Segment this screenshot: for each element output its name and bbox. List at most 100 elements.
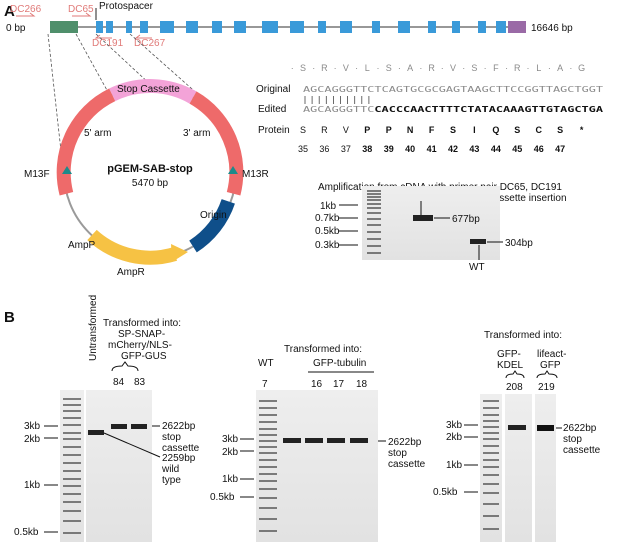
ladder-band xyxy=(63,432,81,434)
gel-b2-ladder-lane xyxy=(259,400,277,532)
plasmid-size: 5470 bp xyxy=(132,178,169,189)
ladder-band xyxy=(367,207,381,209)
residue-position: 46 xyxy=(534,144,544,154)
protospacer-label: Protospacer xyxy=(99,1,154,12)
ladder-band xyxy=(63,438,81,440)
ladder-band xyxy=(259,440,277,442)
ladder-band xyxy=(63,410,81,412)
ladder-band xyxy=(63,485,81,487)
gel-b1-ladder-1kb: 1kb xyxy=(24,480,41,491)
ladder-band xyxy=(259,400,277,402)
gel-b1-header-3: mCherry/NLS- xyxy=(108,340,172,351)
ladder-band xyxy=(63,520,81,522)
gel-a-ladder-03kb: 0.3kb xyxy=(315,240,340,251)
original-aa: L xyxy=(536,63,541,73)
gel-b1-band-84 xyxy=(111,424,127,429)
ladder-band xyxy=(259,518,277,520)
ladder-band xyxy=(259,428,277,430)
gel-b1-stop-3: cassette xyxy=(162,443,200,454)
ladder-band xyxy=(259,507,277,509)
gel-b1-lane-84: 84 xyxy=(113,377,125,388)
m13f-label: M13F xyxy=(24,169,50,180)
aa-separator: · xyxy=(527,63,530,73)
row-label-edited: Edited xyxy=(258,104,286,115)
gel-b3-lane-219: 219 xyxy=(538,382,555,393)
ladder-band xyxy=(63,501,81,503)
ladder-band xyxy=(63,404,81,406)
stop-cassette-label: Stop Cassette xyxy=(117,84,180,95)
ladder-band xyxy=(63,398,81,400)
original-aa: R xyxy=(428,63,435,73)
ladder-band xyxy=(483,426,499,428)
ladder-band xyxy=(259,497,277,499)
ladder-band xyxy=(367,199,381,201)
three-arm-segment xyxy=(189,91,244,196)
ladder-band xyxy=(483,466,499,468)
residue-position: 35 xyxy=(298,144,308,154)
gel-b2-lane-7: 7 xyxy=(262,379,268,390)
ladder-band xyxy=(367,252,381,254)
exon xyxy=(428,21,436,33)
gel-a-ladder-lane xyxy=(367,190,381,254)
ampr-arrowhead xyxy=(171,244,188,262)
residue-position: 44 xyxy=(491,144,501,154)
exon xyxy=(262,21,278,33)
exon xyxy=(452,21,460,33)
residue-position: 38 xyxy=(362,144,372,154)
gel-b3-group-2a: lifeact- xyxy=(537,349,566,360)
gel-b1-header-1: Transformed into: xyxy=(103,318,181,329)
gel-b1-stop-2: stop xyxy=(162,432,181,443)
protein-aa: S xyxy=(514,125,520,135)
ladder-band xyxy=(367,231,381,233)
ladder-band xyxy=(259,480,277,482)
gel-b1-ladder-strip xyxy=(60,390,84,542)
gel-b1-brace xyxy=(111,361,139,372)
primer-dc266-label: DC266 xyxy=(10,4,42,15)
ladder-band xyxy=(63,493,81,495)
ladder-band xyxy=(483,474,499,476)
gel-b3-ladder-lane xyxy=(483,400,499,530)
primer-dc65-arrow xyxy=(72,12,92,17)
gel-b2-ladder-2kb: 2kb xyxy=(222,447,239,458)
ladder-band xyxy=(367,203,381,205)
ladder-band xyxy=(259,434,277,436)
exon xyxy=(372,21,380,33)
gel-b3-stop-2: stop xyxy=(563,434,582,445)
protein-aa: R xyxy=(321,125,328,135)
protein-aa: F xyxy=(429,125,435,135)
gel-a-ladder-07kb: 0.7kb xyxy=(315,213,340,224)
exon xyxy=(290,21,304,33)
ladder-band xyxy=(483,414,499,416)
gel-b3-header: Transformed into: xyxy=(484,330,562,341)
m13f-marker xyxy=(62,166,72,174)
aa-separator: · xyxy=(355,63,358,73)
sequence-alignment: Original Edited Protein S·R·V·L·S·A·R·V·… xyxy=(256,63,603,154)
exon xyxy=(234,21,246,33)
protein-aa: N xyxy=(407,125,414,135)
row-label-original: Original xyxy=(256,84,290,95)
gel-b3: Transformed into: GFP- KDEL lifeact- GFP… xyxy=(433,330,601,542)
original-aa: S xyxy=(386,63,392,73)
edited-seq-plain: AGCAGGGTTC xyxy=(303,104,375,114)
gel-b1-ladder-lane xyxy=(63,398,81,534)
ladder-band xyxy=(63,478,81,480)
ladder-band xyxy=(483,459,499,461)
ladder-band xyxy=(63,417,81,419)
ladder-band xyxy=(483,503,499,505)
residue-position: 43 xyxy=(469,144,479,154)
ladder-band xyxy=(259,414,277,416)
original-aa: S xyxy=(471,63,477,73)
gel-b3-ladder-1kb: 1kb xyxy=(446,460,463,471)
panel-b-label: B xyxy=(4,309,15,326)
gel-b1-wt-2: wild xyxy=(161,464,179,475)
exon xyxy=(496,21,506,33)
protein-aa: P xyxy=(386,125,392,135)
original-aa: F xyxy=(493,63,499,73)
gel-b2-lane-16: 16 xyxy=(311,379,323,390)
gel-b1-ladder-05kb: 0.5kb xyxy=(14,527,39,538)
gel-b3-strip-219 xyxy=(535,394,556,542)
original-aa: V xyxy=(450,63,456,73)
aa-separator: · xyxy=(569,63,572,73)
origin-segment xyxy=(189,198,235,253)
